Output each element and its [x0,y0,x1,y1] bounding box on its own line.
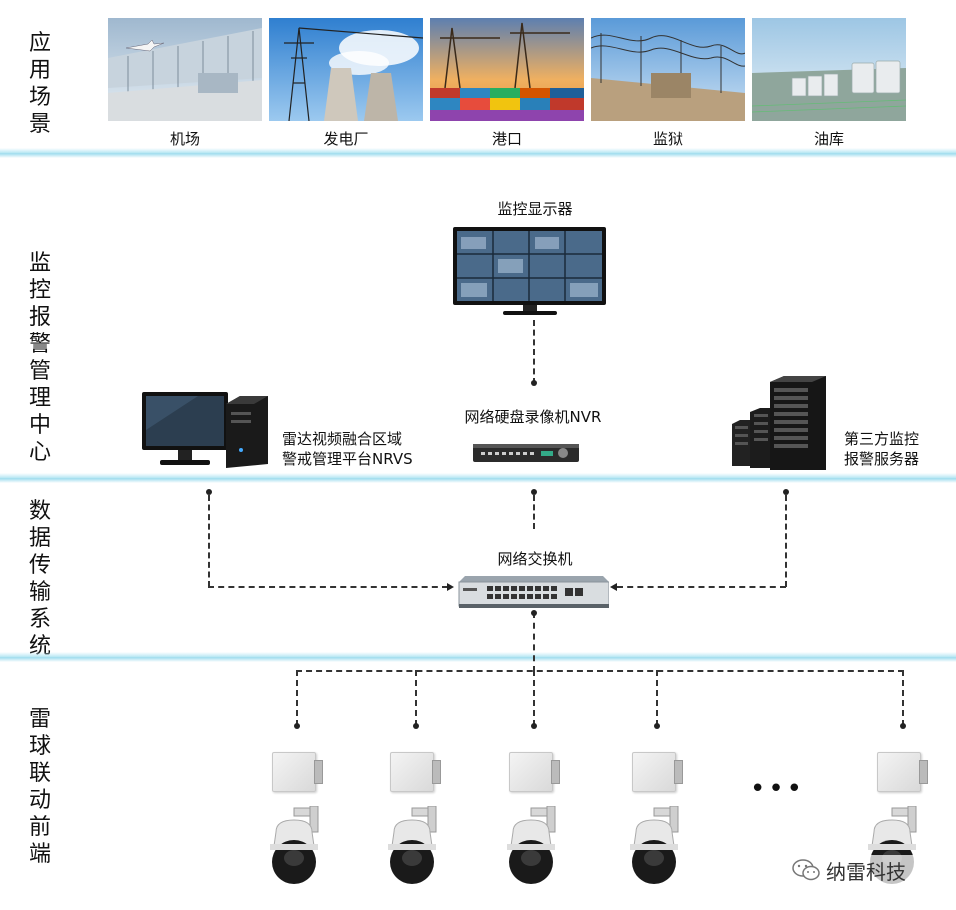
power-plant-photo [269,18,423,121]
prison-photo [591,18,745,121]
link-nrvs-switch-vertical [208,495,210,587]
monitor-display-icon [453,227,606,317]
nrvs-workstation-icon [138,390,273,475]
nrvs-label-line1: 雷达视频融合区域 [282,430,403,448]
port-photo [430,18,584,121]
scene-label-power-plant: 发电厂 [323,130,369,148]
radar-icon [509,752,553,792]
section-label-frontend: 雷球联动前端 [28,707,51,867]
more-devices-ellipsis: ••• [750,774,806,804]
scene-label-port: 港口 [491,130,522,148]
link-server-switch-vertical [785,495,787,587]
ptz-camera-icon [266,805,322,890]
nvr-label: 网络硬盘录像机NVR [464,408,602,426]
link-dot [294,723,300,729]
wechat-icon [792,859,820,881]
link-dot [206,489,212,495]
drop-line-1 [296,670,298,726]
radar-icon [390,752,434,792]
third-party-label-line2: 报警服务器 [844,450,920,468]
link-dot [531,610,537,616]
drop-line-5 [902,670,904,726]
radar-icon [877,752,921,792]
airport-photo [108,18,262,121]
ptz-camera-icon [626,805,682,890]
monitor-display-label: 监控显示器 [497,200,573,218]
network-switch-icon [457,574,610,610]
oil-depot-photo [752,18,906,121]
divider-3 [0,652,956,662]
radar-mount [551,760,560,784]
section-label-center: 监控报警管理中心 [28,251,51,465]
divider-2 [0,473,956,483]
nvr-icon [473,440,579,466]
drop-line-3 [533,670,535,726]
link-nvr-switch [533,495,535,529]
radar-mount [674,760,683,784]
link-switch-frontend [533,612,535,672]
watermark: 纳雷科技 [792,855,932,885]
third-party-label-line1: 第三方监控 [844,430,920,448]
arrow-to-switch-left [447,583,454,591]
ptz-camera-icon [503,805,559,890]
radar-mount [314,760,323,784]
third-party-server-icon [732,374,832,472]
link-dot [413,723,419,729]
link-dot [900,723,906,729]
scene-label-oil-depot: 油库 [813,130,844,148]
radar-mount [432,760,441,784]
drop-line-2 [415,670,417,726]
divider-1 [0,148,956,158]
radar-mount [919,760,928,784]
radar-icon [632,752,676,792]
frontend-bus [296,670,904,672]
scene-label-prison: 监狱 [652,130,683,148]
drop-line-4 [656,670,658,726]
link-dot [531,380,537,386]
ptz-camera-icon [384,805,440,890]
scene-label-airport: 机场 [169,130,200,148]
link-dot [783,489,789,495]
section-label-scenes: 应用场景 [28,31,51,137]
radar-icon [272,752,316,792]
section-label-transport: 数据传输系统 [28,499,51,659]
link-display-nvr [533,320,535,384]
nrvs-label-line2: 警戒管理平台NRVS [282,450,413,468]
link-dot [531,723,537,729]
link-server-switch-horizontal [617,586,786,588]
link-dot [531,489,537,495]
switch-label: 网络交换机 [497,550,573,568]
watermark-text: 纳雷科技 [826,859,906,884]
link-nrvs-switch-horizontal [208,586,448,588]
link-dot [654,723,660,729]
arrow-to-switch-right [610,583,617,591]
